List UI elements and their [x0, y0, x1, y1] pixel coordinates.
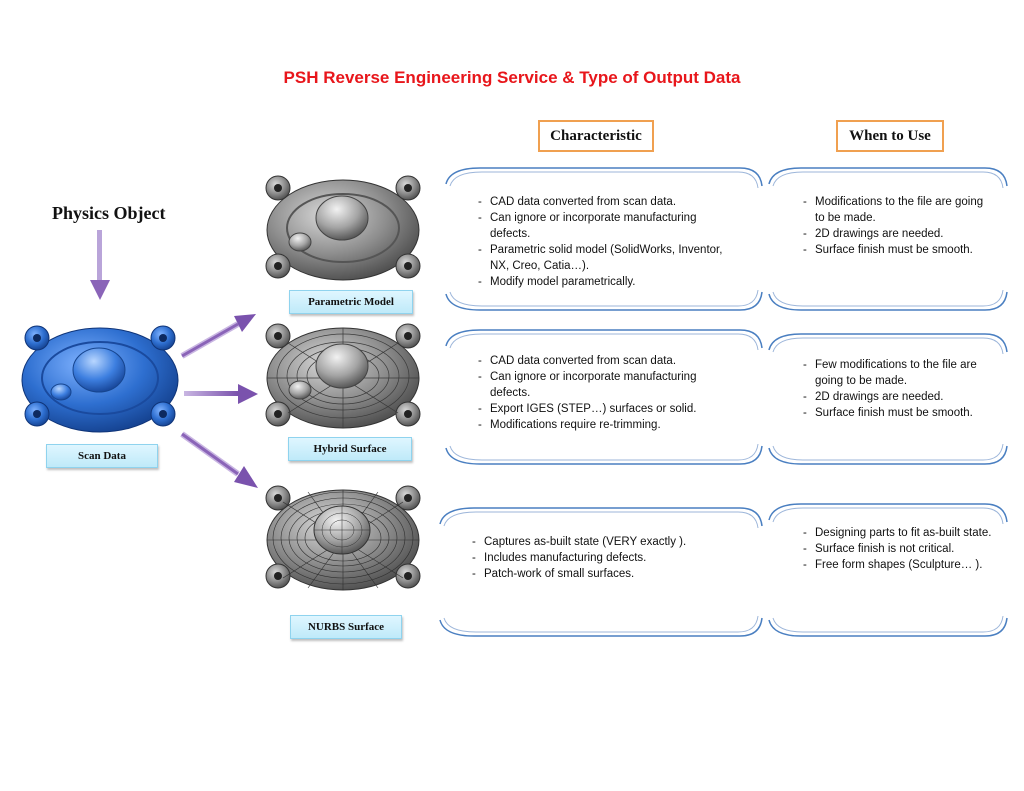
hybrid-surface-image [265, 323, 421, 429]
row-2-when-card: Designing parts to fit as-built state. S… [765, 498, 1010, 642]
scan-data-model-image [21, 325, 179, 433]
card-frame [439, 507, 763, 637]
characteristic-header: Characteristic [538, 120, 654, 152]
page-title: PSH Reverse Engineering Service & Type o… [283, 68, 741, 87]
down-arrow-icon [90, 230, 110, 300]
parametric-model-image [265, 175, 421, 281]
nurbs-surface-image [265, 485, 421, 591]
arrow-to-nurbs-icon [180, 431, 258, 488]
when-to-use-header: When to Use [836, 120, 944, 152]
row-0-char-item: Can ignore or incorporate manufacturing … [478, 210, 736, 242]
row-2-char-item: Includes manufacturing defects. [472, 550, 742, 566]
arrow-to-hybrid-icon [184, 384, 258, 404]
row-1-when-item: Surface finish must be smooth. [803, 405, 993, 421]
row-1-when-item: Few modifications to the file are going … [803, 357, 993, 389]
row-0-when-card: Modifications to the file are going to b… [765, 164, 1010, 314]
row-1-char-item: Modifications require re-trimming. [478, 417, 736, 433]
row-1-characteristic-card: CAD data converted from scan data. Can i… [440, 326, 765, 468]
row-1-label: Hybrid Surface [288, 437, 412, 461]
row-2-char-item: Patch-work of small surfaces. [472, 566, 742, 582]
row-1-when-card: Few modifications to the file are going … [765, 330, 1010, 468]
row-0-char-item: CAD data converted from scan data. [478, 194, 736, 210]
connector-arrows [180, 314, 258, 488]
card-frame [768, 333, 1008, 465]
physics-object-label: Physics Object [52, 203, 166, 223]
row-0-char-item: Parametric solid model (SolidWorks, Inve… [478, 242, 736, 274]
card-frame [445, 167, 763, 311]
row-2-char-item: Captures as-built state (VERY exactly ). [472, 534, 742, 550]
row-2-label: NURBS Surface [290, 615, 402, 639]
card-frame [768, 503, 1008, 637]
row-0-when-item: Surface finish must be smooth. [803, 242, 993, 258]
row-1-char-item: Can ignore or incorporate manufacturing … [478, 369, 736, 401]
card-frame [768, 167, 1008, 311]
row-2-when-item: Free form shapes (Sculpture… ). [803, 557, 998, 573]
row-0-char-item: Modify model parametrically. [478, 274, 736, 290]
row-0-when-item: Modifications to the file are going to b… [803, 194, 993, 226]
row-0-when-item: 2D drawings are needed. [803, 226, 993, 242]
row-0-label: Parametric Model [289, 290, 413, 314]
row-1-char-item: Export IGES (STEP…) surfaces or solid. [478, 401, 736, 417]
scan-data-label: Scan Data [46, 444, 158, 468]
card-frame [445, 329, 763, 465]
row-1-when-item: 2D drawings are needed. [803, 389, 993, 405]
row-0-characteristic-card: CAD data converted from scan data. Can i… [440, 164, 765, 314]
row-2-when-item: Surface finish is not critical. [803, 541, 998, 557]
row-2-characteristic-card: Captures as-built state (VERY exactly ).… [434, 502, 765, 642]
row-2-when-item: Designing parts to fit as-built state. [803, 525, 998, 541]
arrow-to-parametric-icon [180, 314, 256, 359]
row-1-char-item: CAD data converted from scan data. [478, 353, 736, 369]
